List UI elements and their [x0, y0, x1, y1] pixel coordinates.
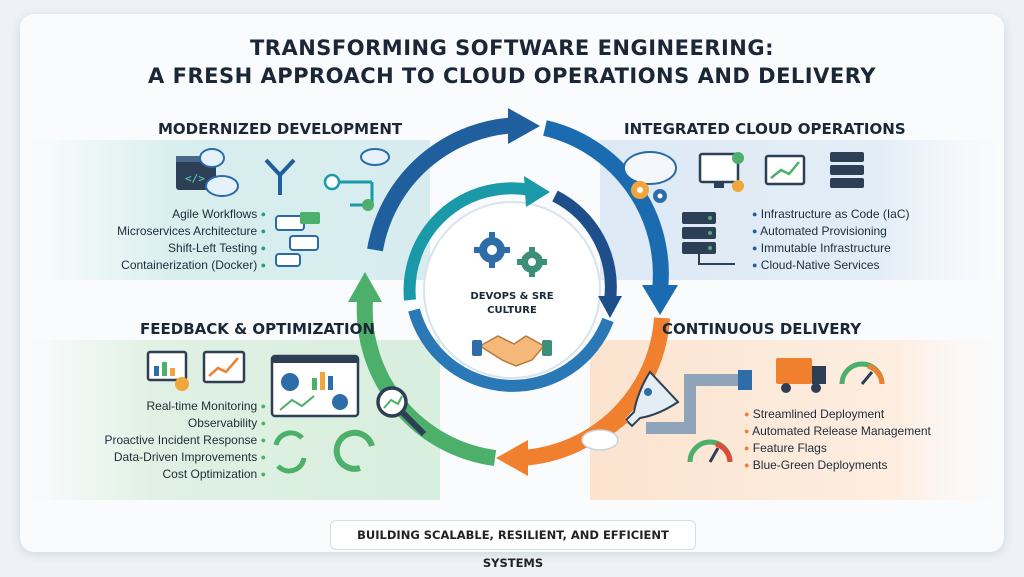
outer-arrowhead-green: [348, 272, 382, 302]
inner-arc-bottom: [408, 308, 614, 392]
heading-feedback: FEEDBACK & OPTIMIZATION: [140, 320, 375, 338]
outer-arrowhead-blue: [508, 108, 540, 144]
gears-icon: [517, 247, 547, 277]
branch-arrows-icon: [264, 158, 296, 195]
heading-modernized: MODERNIZED DEVELOPMENT: [158, 120, 403, 138]
heading-cloud-ops: INTEGRATED CLOUD OPERATIONS: [624, 120, 906, 138]
list-delivery: ● Streamlined Deployment ● Automated Rel…: [744, 406, 964, 474]
inner-arc-teal: [403, 182, 532, 301]
center-label-line-2: CULTURE: [487, 305, 537, 316]
dashboard-icon: [146, 350, 189, 391]
outer-arrowhead-orange: [496, 440, 528, 476]
gauge-icon: [839, 361, 885, 385]
inner-arrowhead-teal: [524, 176, 550, 207]
monitor-icon: [698, 152, 744, 192]
list-item: ● Streamlined Deployment: [744, 407, 885, 421]
inner-arrowhead-navy: [598, 296, 622, 318]
list-modernized: Agile Workflows ● Microservices Architec…: [60, 206, 266, 274]
server-icon: [682, 212, 735, 265]
list-item: Real-time Monitoring ●: [146, 399, 267, 413]
outer-arc-blue: [367, 117, 521, 252]
pipeline-icon: [323, 148, 390, 211]
gears-icon: [474, 232, 510, 268]
magnifier-icon: [376, 386, 427, 437]
list-item: Containerization (Docker) ●: [121, 258, 266, 272]
dashboard-icon: [270, 354, 360, 418]
list-item: Agile Workflows ●: [172, 207, 266, 221]
rocket-icon: [581, 370, 680, 451]
cycle-arrows-icon: [273, 430, 307, 474]
svg-text:</>: </>: [185, 172, 205, 185]
band-modernized: [30, 140, 430, 280]
list-item: Microservices Architecture ●: [117, 224, 266, 238]
list-feedback: Real-time Monitoring ● Observability ● P…: [50, 398, 266, 483]
heading-delivery: CONTINUOUS DELIVERY: [662, 320, 862, 338]
list-item: ● Immutable Infrastructure: [752, 241, 891, 255]
list-item: ● Cloud-Native Services: [752, 258, 880, 272]
list-item: Proactive Incident Response ●: [104, 433, 266, 447]
truck-icon: [776, 358, 826, 393]
cycle-arrows-icon: [333, 429, 375, 472]
cloud-icon: [199, 148, 239, 197]
list-item: Data-Driven Improvements ●: [113, 450, 266, 464]
pipe-icon: [646, 370, 752, 434]
list-item: ● Infrastructure as Code (IaC): [752, 207, 910, 221]
chat-bubbles-icon: [275, 212, 320, 267]
inner-circle: [423, 201, 601, 379]
list-item: ● Automated Provisioning: [752, 224, 887, 238]
chart-icon: [764, 154, 806, 186]
cloud-gears-icon: [623, 151, 677, 203]
list-item: Shift-Left Testing ●: [168, 241, 266, 255]
list-item: Observability ●: [187, 416, 266, 430]
outer-arc-orange: [519, 317, 670, 466]
title-line-2: A FRESH APPROACH TO CLOUD OPERATIONS AND…: [148, 64, 876, 88]
gauge-icon: [687, 439, 733, 463]
handshake-icon: [472, 335, 552, 367]
server-icon: [830, 152, 864, 188]
list-item: ● Blue-Green Deployments: [744, 458, 888, 472]
title-line-1: TRANSFORMING SOFTWARE ENGINEERING:: [249, 36, 775, 60]
list-item: ● Automated Release Management: [744, 424, 931, 438]
outer-arrowhead-right: [642, 285, 678, 315]
inner-arc-navy: [552, 190, 617, 301]
list-item: ● Feature Flags: [744, 441, 827, 455]
list-item: Cost Optimization ●: [162, 467, 266, 481]
footer-banner: BUILDING SCALABLE, RESILIENT, AND EFFICI…: [330, 520, 696, 570]
center-label: DEVOPS & SRE CULTURE: [440, 290, 584, 318]
chart-icon: [202, 350, 246, 384]
list-cloud-ops: ● Infrastructure as Code (IaC) ● Automat…: [752, 206, 952, 274]
center-label-line-1: DEVOPS & SRE: [470, 291, 554, 302]
